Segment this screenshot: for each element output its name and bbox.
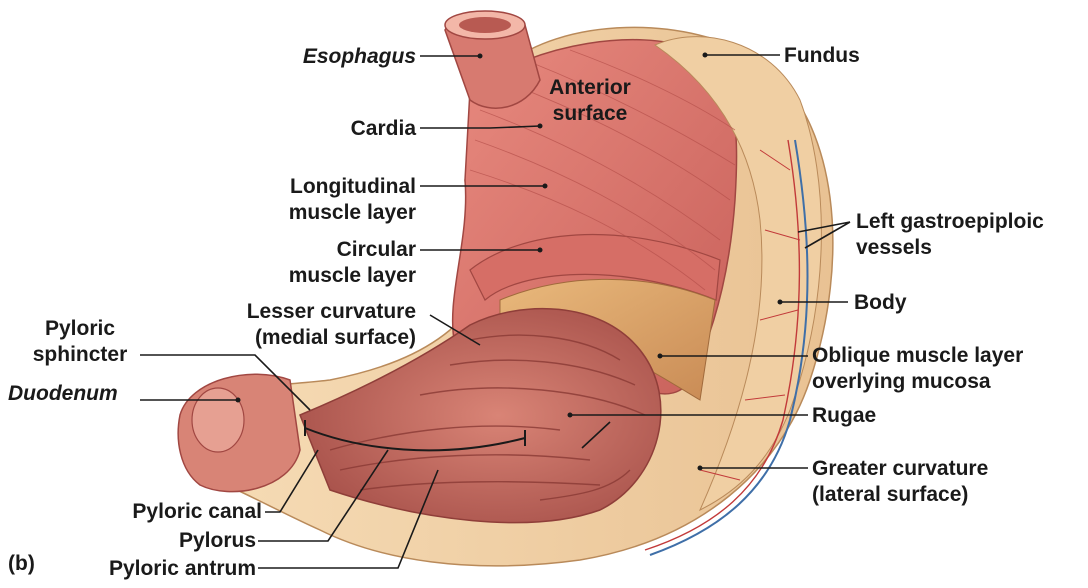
figure-tag: (b): [8, 552, 35, 575]
pylorus-bracket: [304, 420, 526, 452]
leader-dots: [235, 52, 783, 471]
label-oblique-line2: overlying mucosa: [812, 370, 991, 393]
label-longitudinal-line1: Longitudinal: [290, 175, 416, 198]
leader-lines: [140, 54, 851, 569]
leader-left-gastro: [797, 221, 851, 249]
leader-lesser: [429, 314, 481, 346]
label-rugae: Rugae: [812, 404, 877, 427]
label-circular-line2: muscle layer: [288, 264, 416, 287]
label-lesser-curvature-line1: Lesser curvature: [246, 300, 416, 323]
label-lesser-curvature-line2: (medial surface): [254, 326, 416, 349]
leader-cardia: [420, 125, 541, 129]
longitudinal-fibres: [469, 49, 736, 291]
label-left-gastroepiploic-line1: Left gastroepiploic: [856, 210, 1044, 233]
label-pyloric-antrum: Pyloric antrum: [108, 557, 256, 580]
mucosa-interior: [299, 307, 662, 524]
leader-pyloric-antrum: [258, 469, 439, 569]
circular-muscle-band: [469, 234, 721, 301]
esophagus-lumen: [459, 17, 511, 33]
label-anterior-surface-line1: Anterior: [549, 76, 631, 99]
leader-rugae: [570, 414, 808, 449]
label-body: Body: [854, 291, 907, 314]
leader-pyloric-canal: [265, 449, 319, 513]
label-pylorus: Pylorus: [178, 529, 256, 552]
label-pyloric-sphincter-line2: sphincter: [32, 343, 128, 366]
label-duodenum: Duodenum: [8, 382, 118, 405]
label-greater-curvature-line1: Greater curvature: [812, 457, 989, 480]
label-oblique-line1: Oblique muscle layer: [812, 344, 1024, 367]
leader-pylorus: [258, 449, 389, 542]
label-pyloric-canal: Pyloric canal: [132, 500, 262, 523]
label-longitudinal-line2: muscle layer: [288, 201, 416, 224]
label-circular-line1: Circular: [336, 238, 416, 261]
label-anterior-surface-line2: surface: [552, 102, 628, 125]
label-esophagus: Esophagus: [302, 45, 416, 68]
duodenum-lumen: [191, 387, 245, 453]
gastroepiploic-vessels: [644, 139, 809, 556]
label-pyloric-sphincter-line1: Pyloric: [44, 317, 116, 340]
label-fundus: Fundus: [784, 44, 860, 67]
label-greater-curvature-line2: (lateral surface): [812, 483, 969, 506]
fundus-strip: [653, 36, 822, 512]
label-left-gastroepiploic-line2: vessels: [856, 236, 932, 259]
leader-pyloric-sphincter: [140, 354, 311, 411]
label-cardia: Cardia: [350, 117, 416, 140]
